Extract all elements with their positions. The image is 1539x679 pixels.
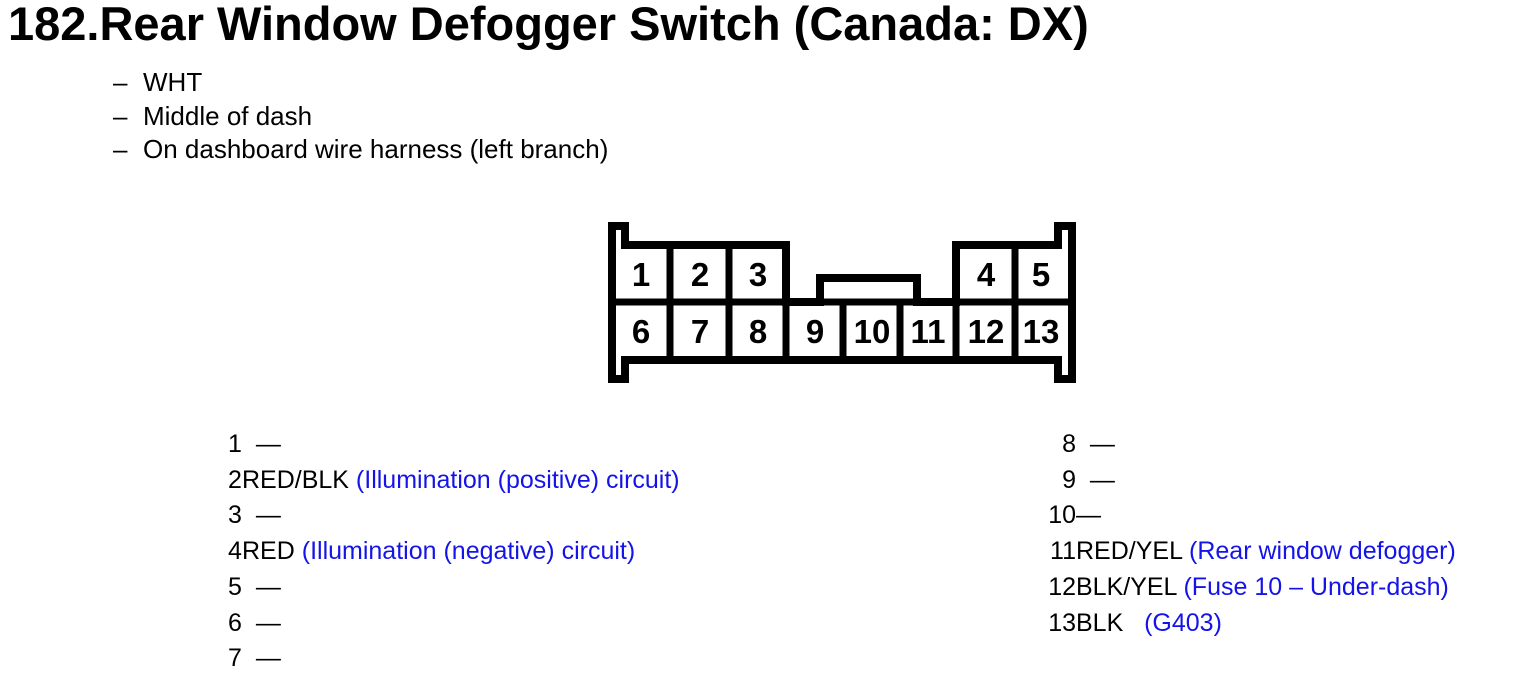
- pin-row: 5 —: [228, 570, 680, 606]
- connector-cell-grid: [612, 245, 1072, 360]
- pin-number: 13: [1048, 608, 1076, 637]
- pin-row: 7 —: [228, 641, 680, 677]
- pin-wire-color: RED: [242, 537, 295, 566]
- pin-wire-color: —: [242, 572, 281, 601]
- pin-wire-color: —: [242, 608, 281, 637]
- connector-cell-number: 11: [911, 313, 946, 350]
- pin-number: 1: [228, 430, 242, 458]
- pin-number: 8: [1062, 430, 1076, 458]
- pin-row: 11RED/YEL (Rear window defogger): [1044, 534, 1456, 570]
- connector-cell-number: 9: [806, 313, 824, 350]
- connector-cell-number: 8: [749, 313, 767, 350]
- pin-wire-color: BLK/YEL: [1076, 572, 1177, 601]
- pin-number: 5: [228, 572, 242, 601]
- pin-wire-color: RED/BLK: [242, 465, 349, 494]
- pin-wire-color: —: [1076, 430, 1115, 458]
- pin-row: 3 —: [228, 498, 680, 534]
- pin-row: 10—: [1044, 498, 1456, 534]
- pin-circuit-link[interactable]: (G403): [1123, 608, 1222, 637]
- connector-cell-number: 6: [632, 313, 650, 350]
- pin-circuit-link[interactable]: (Illumination (positive) circuit): [348, 465, 680, 494]
- pin-number: 2: [228, 465, 242, 494]
- note-item: –WHT: [113, 66, 608, 100]
- pin-number: 12: [1048, 572, 1076, 601]
- pin-row: 12BLK/YEL (Fuse 10 – Under-dash): [1044, 570, 1456, 606]
- pin-number: 4: [228, 537, 242, 566]
- pin-row: 9 —: [1044, 463, 1456, 499]
- note-item: –On dashboard wire harness (left branch): [113, 133, 608, 167]
- pin-wire-color: —: [242, 501, 281, 530]
- pin-number: 10: [1048, 501, 1076, 530]
- pin-circuit-link[interactable]: (Rear window defogger): [1182, 537, 1456, 566]
- connector-cell-number: 7: [691, 313, 709, 350]
- pin-number: 3: [228, 501, 242, 530]
- pin-wire-color: BLK: [1076, 608, 1124, 637]
- pin-circuit-link[interactable]: (Illumination (negative) circuit): [294, 537, 636, 566]
- connector-diagram: 1 2 3 4 5 6 7 8 9 10 11 12 13: [608, 222, 1076, 383]
- pin-wire-color: —: [1076, 465, 1115, 494]
- connector-cell-number: 13: [1023, 313, 1060, 350]
- note-text: On dashboard wire harness (left branch): [143, 134, 609, 165]
- note-item: –Middle of dash: [113, 100, 608, 134]
- connector-cell-number: 2: [691, 256, 709, 293]
- pin-circuit-link[interactable]: (Fuse 10 – Under-dash): [1176, 572, 1449, 601]
- connector-cell-number: 10: [854, 313, 891, 350]
- connector-notes: –WHT –Middle of dash –On dashboard wire …: [113, 66, 608, 167]
- page-title: 182.Rear Window Defogger Switch (Canada:…: [8, 0, 1089, 50]
- pin-number: 9: [1062, 465, 1076, 494]
- note-text: Middle of dash: [143, 100, 313, 131]
- connector-cell-numbers: 1 2 3 4 5 6 7 8 9 10 11 12 13: [632, 256, 1060, 350]
- connector-cell-number: 3: [749, 256, 767, 293]
- pin-row: 4RED (Illumination (negative) circuit): [228, 534, 680, 570]
- pin-wire-color: —: [242, 430, 281, 458]
- pin-number: 7: [228, 644, 242, 673]
- connector-cell-number: 1: [632, 256, 650, 293]
- connector-cell-number: 5: [1032, 256, 1050, 293]
- pin-row: 8 —: [1044, 427, 1456, 463]
- pin-row: 6 —: [228, 606, 680, 642]
- pin-number: 11: [1050, 537, 1076, 566]
- note-dash: –: [113, 100, 128, 131]
- pin-row: 2RED/BLK (Illumination (positive) circui…: [228, 463, 680, 499]
- connector-cell-number: 4: [977, 256, 996, 293]
- pin-row: 1 —: [228, 427, 680, 463]
- note-dash: –: [113, 134, 128, 165]
- note-text: WHT: [143, 67, 203, 97]
- pin-number: 6: [228, 608, 242, 637]
- note-dash: –: [113, 67, 128, 97]
- pin-wire-color: RED/YEL: [1076, 537, 1183, 566]
- pin-list-left: 1 — 2RED/BLK (Illumination (positive) ci…: [228, 427, 680, 677]
- pin-row: 13BLK (G403): [1044, 606, 1456, 642]
- pin-list-right: 8 — 9 — 10— 11RED/YEL (Rear window defog…: [1044, 427, 1456, 641]
- pin-wire-color: —: [242, 644, 281, 673]
- pin-wire-color: —: [1076, 501, 1101, 530]
- connector-cell-number: 12: [968, 313, 1005, 350]
